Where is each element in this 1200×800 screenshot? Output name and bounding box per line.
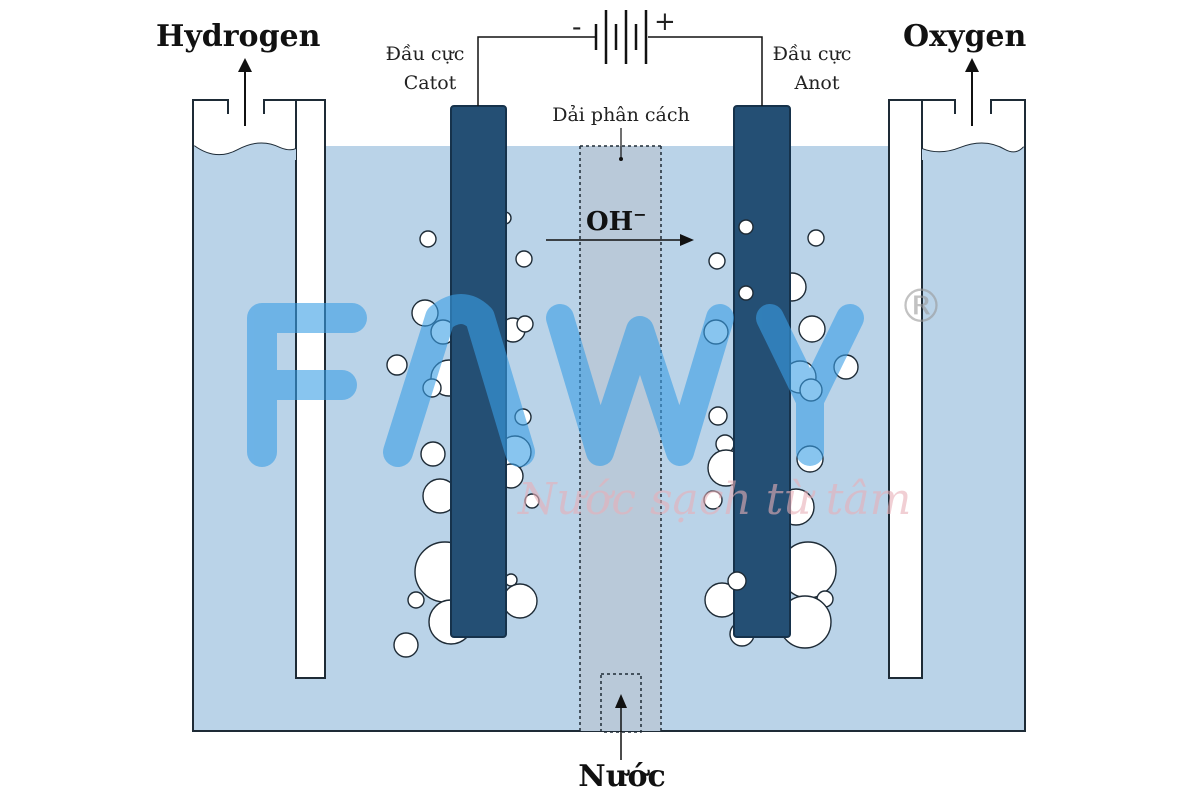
anode-label-line1: Đầu cực bbox=[773, 43, 852, 65]
gas-bubble bbox=[708, 252, 726, 270]
oxygen-water-fill bbox=[922, 143, 1024, 160]
gas-bubble bbox=[727, 571, 747, 591]
brand-registered-mark: ® bbox=[898, 279, 944, 333]
water-inlet-box bbox=[600, 673, 642, 733]
water-label: Nước bbox=[578, 759, 666, 794]
gas-bubble bbox=[420, 441, 446, 467]
separator-label: Dải phân cách bbox=[552, 104, 690, 126]
oxygen-collector-wall bbox=[888, 99, 923, 679]
hydrogen-collector-top bbox=[192, 99, 296, 146]
gas-bubble bbox=[738, 285, 754, 301]
gas-bubble bbox=[515, 250, 533, 268]
brand-watermark: ® Nước sạch từ tâm bbox=[247, 279, 944, 525]
gas-bubble bbox=[738, 219, 754, 235]
oxygen-collector-top bbox=[922, 99, 1026, 146]
oxygen-collector bbox=[888, 58, 1026, 679]
ion-migration: OH− bbox=[546, 205, 694, 246]
brand-logo bbox=[247, 294, 864, 467]
hydrogen-arrow-head bbox=[238, 58, 252, 72]
battery-circuit: - + bbox=[477, 7, 763, 106]
battery-plus-sign: + bbox=[654, 7, 676, 37]
battery-icon bbox=[594, 10, 648, 64]
gas-bubble bbox=[386, 354, 408, 376]
gas-bubble bbox=[502, 583, 538, 619]
gas-bubble bbox=[516, 315, 534, 333]
battery-minus-sign: - bbox=[572, 10, 581, 43]
water-inlet bbox=[600, 673, 642, 760]
gas-bubble bbox=[524, 493, 540, 509]
gas-bubble bbox=[703, 490, 723, 510]
oxygen-arrow-head bbox=[965, 58, 979, 72]
gas-bubble bbox=[419, 230, 437, 248]
gas-bubbles-front bbox=[727, 219, 754, 591]
anode-label-line2: Anot bbox=[793, 72, 839, 94]
cathode-label-line1: Đầu cực bbox=[386, 43, 465, 65]
gas-bubble bbox=[708, 406, 728, 426]
brand-tagline: Nước sạch từ tâm bbox=[517, 474, 911, 525]
gas-bubble bbox=[798, 315, 826, 343]
anode-wire bbox=[648, 36, 763, 106]
gas-bubble bbox=[407, 591, 425, 609]
oxygen-label: Oxygen bbox=[903, 19, 1027, 54]
cathode-wire bbox=[477, 36, 596, 106]
hydrogen-water-fill bbox=[194, 143, 296, 160]
gas-bubble bbox=[393, 632, 419, 658]
cathode-label-line2: Catot bbox=[404, 72, 457, 94]
hydrogen-label: Hydrogen bbox=[156, 19, 321, 54]
gas-bubble bbox=[807, 229, 825, 247]
ion-label: OH− bbox=[586, 205, 647, 237]
